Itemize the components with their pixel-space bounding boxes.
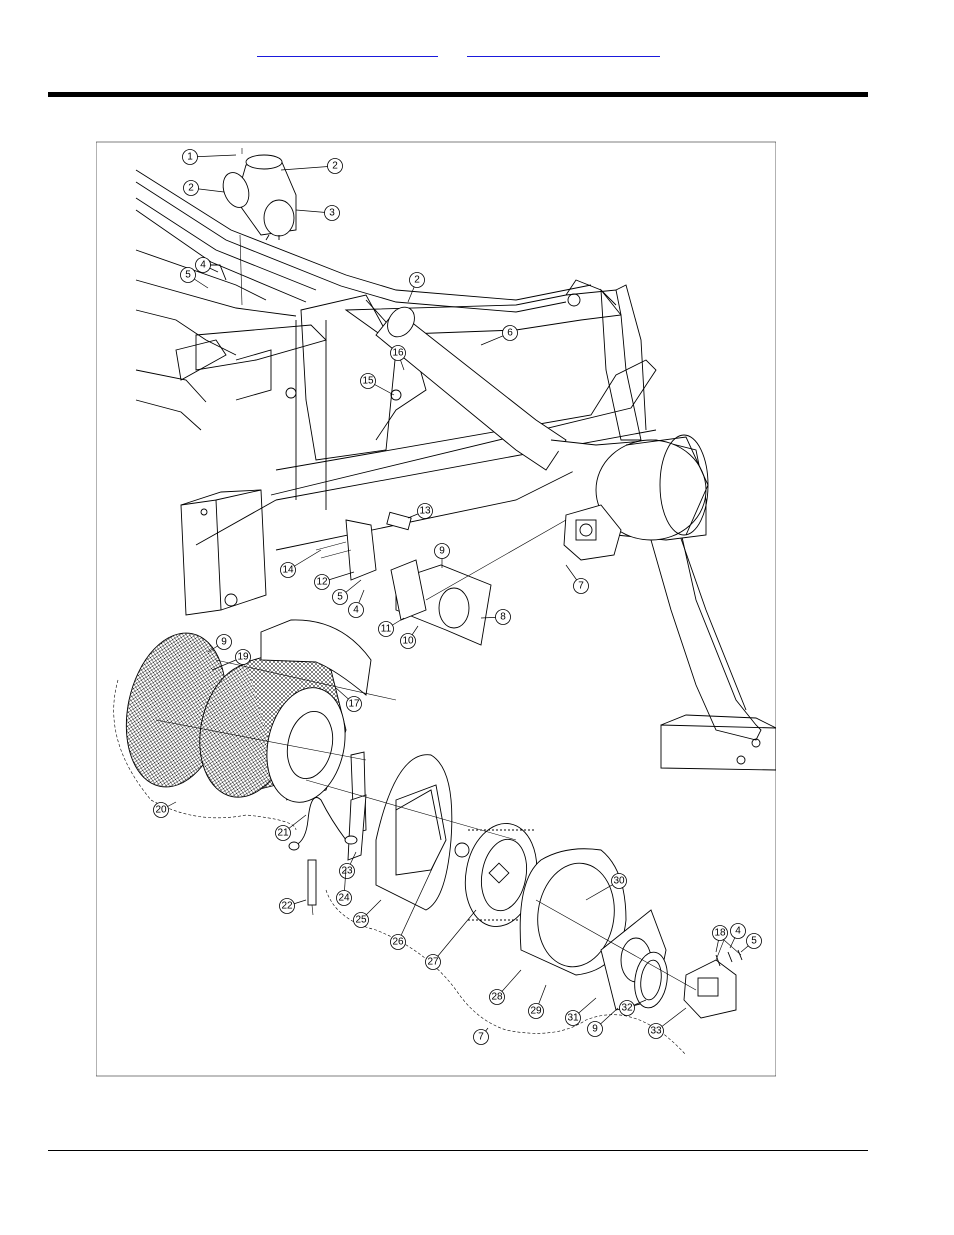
callout-2: 2 <box>281 159 343 174</box>
callout-number: 24 <box>338 893 350 904</box>
header-rule <box>48 92 868 97</box>
callout-number: 9 <box>592 1024 598 1035</box>
callout-21: 21 <box>276 815 307 841</box>
callout-13: 13 <box>408 504 433 519</box>
callout-31: 31 <box>566 998 597 1026</box>
callout-28: 28 <box>490 970 522 1005</box>
callout-4: 4 <box>349 590 365 618</box>
exploded-blower <box>113 620 742 1055</box>
callout-18: 18 <box>713 926 728 953</box>
callout-10: 10 <box>401 626 419 649</box>
callout-4: 4 <box>730 924 746 949</box>
callout-number: 17 <box>348 699 360 710</box>
callout-number: 21 <box>277 828 289 839</box>
callout-number: 5 <box>337 592 343 603</box>
callout-number: 2 <box>188 183 194 194</box>
callout-12: 12 <box>315 572 355 590</box>
callout-5: 5 <box>741 934 762 953</box>
callout-number: 33 <box>650 1026 662 1037</box>
callout-number: 13 <box>419 506 431 517</box>
callout-2: 2 <box>408 273 425 303</box>
callout-number: 7 <box>578 581 584 592</box>
callout-22: 22 <box>280 899 307 914</box>
callout-number: 31 <box>567 1013 579 1024</box>
callout-number: 19 <box>237 652 249 663</box>
callout-leader <box>433 910 476 962</box>
callout-number: 5 <box>751 936 757 947</box>
callout-9: 9 <box>435 544 450 569</box>
callout-number: 26 <box>392 937 404 948</box>
callout-number: 5 <box>185 270 191 281</box>
parts-diagram: 1223452616151391412541110879191720212322… <box>96 140 776 1078</box>
header-link-right[interactable] <box>467 40 660 57</box>
callout-number: 3 <box>329 208 335 219</box>
callout-number: 4 <box>353 605 359 616</box>
callout-5: 5 <box>333 580 362 605</box>
callout-14: 14 <box>281 550 322 578</box>
callout-number: 2 <box>414 275 420 286</box>
callout-number: 9 <box>221 637 227 648</box>
callout-number: 10 <box>402 636 414 647</box>
callout-leader <box>281 166 335 170</box>
callout-number: 15 <box>362 376 374 387</box>
callout-2: 2 <box>184 181 225 196</box>
callout-number: 7 <box>478 1032 484 1043</box>
callout-9: 9 <box>588 1008 619 1037</box>
callout-16: 16 <box>391 346 406 371</box>
callout-number: 25 <box>355 915 367 926</box>
callout-number: 23 <box>341 866 353 877</box>
callout-3: 3 <box>296 206 340 221</box>
callout-number: 30 <box>613 876 625 887</box>
callout-number: 14 <box>282 565 294 576</box>
callout-number: 29 <box>530 1006 542 1017</box>
callout-number: 12 <box>316 577 328 588</box>
callout-25: 25 <box>354 900 382 928</box>
callout-number: 9 <box>439 546 445 557</box>
elbow-assembly <box>196 148 296 305</box>
callout-number: 6 <box>507 328 513 339</box>
callout-20: 20 <box>154 802 177 818</box>
callout-number: 4 <box>735 926 741 937</box>
callout-7: 7 <box>474 1028 489 1045</box>
callout-number: 27 <box>427 957 439 968</box>
callout-number: 18 <box>714 928 726 939</box>
callout-11: 11 <box>379 618 405 637</box>
callout-number: 11 <box>381 624 392 635</box>
callout-number: 8 <box>500 612 506 623</box>
callout-33: 33 <box>649 1008 687 1039</box>
footer-rule <box>48 1150 868 1151</box>
header-link-left[interactable] <box>257 40 438 57</box>
callout-6: 6 <box>481 326 518 346</box>
callout-number: 4 <box>200 260 206 271</box>
callout-number: 2 <box>332 161 338 172</box>
callout-number: 1 <box>187 152 193 163</box>
callout-number: 28 <box>491 992 503 1003</box>
callout-number: 22 <box>281 901 293 912</box>
callout-7: 7 <box>566 565 589 594</box>
callout-number: 20 <box>155 805 167 816</box>
callout-number: 32 <box>621 1003 633 1014</box>
callout-27: 27 <box>426 910 477 970</box>
callout-29: 29 <box>529 985 547 1019</box>
callout-15: 15 <box>361 374 395 396</box>
callout-1: 1 <box>183 150 237 165</box>
callout-number: 16 <box>392 348 404 359</box>
